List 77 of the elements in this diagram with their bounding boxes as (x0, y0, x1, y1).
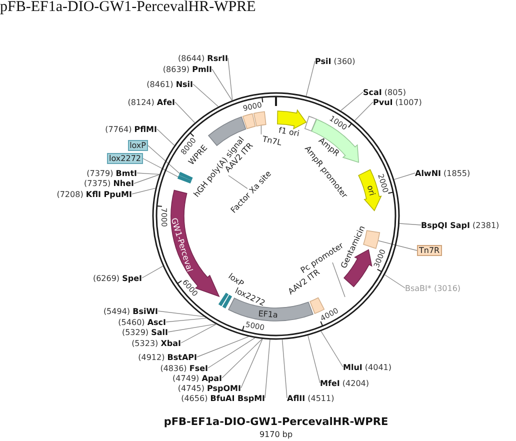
lox-site-mark (222, 294, 232, 308)
leader-line (212, 68, 232, 101)
restriction-site-label: (7764) PflMI (105, 124, 157, 134)
lox-site-mark (178, 175, 192, 184)
leader-line (180, 324, 216, 344)
leader-line (260, 124, 262, 135)
restriction-site-label: (4912) BstAPI (138, 352, 197, 362)
leader-line (228, 58, 233, 100)
lox-site-mark (218, 292, 228, 306)
feature-box (242, 113, 256, 130)
restriction-site-label: (8639) PmlI (162, 64, 212, 74)
restriction-site-label: (8644) RsrII (178, 54, 228, 62)
leader-line (306, 60, 316, 96)
restriction-site-label: (6269) SpeI (92, 274, 142, 282)
restriction-site-label: (5460) AscI (118, 318, 166, 326)
restriction-site-label: AflII (4511) (287, 394, 334, 402)
leader-line (192, 84, 219, 107)
feature-tag: loxP (128, 140, 148, 151)
feature-label: ori (365, 184, 377, 197)
restriction-site-label: (4656) BfuAI BspMI (181, 394, 265, 402)
leader-line (340, 92, 364, 111)
restriction-site-label: (8124) AfeI (128, 98, 175, 106)
leader-line (222, 338, 262, 378)
restriction-site-label: PvuI (1007) (373, 98, 422, 106)
leader-line (136, 172, 160, 175)
leader-line (142, 158, 179, 178)
feature-box (363, 230, 380, 249)
diagram-title: pFB-EF1a-DIO-GW1-PercevalHR-WPRE (0, 0, 256, 16)
restriction-site-label: MluI (4041) (343, 362, 392, 372)
restriction-site-label: (5323) XbaI (132, 338, 181, 348)
leader-line (168, 324, 216, 332)
leader-line (308, 335, 320, 384)
restriction-site-label: (7208) KflI PpuMI (56, 190, 132, 198)
leader-line (264, 339, 270, 398)
leader-line (384, 274, 406, 288)
leader-line (208, 338, 256, 368)
leader-line (166, 318, 206, 322)
lox-site-mark (178, 172, 193, 180)
plasmid-name: pFB-EF1a-DIO-GW1-PercevalHR-WPRE (164, 416, 388, 428)
leader-line (132, 188, 156, 194)
leader-line (240, 338, 263, 388)
leader-line (228, 175, 248, 189)
leader-line (134, 174, 160, 184)
feature-box (253, 111, 266, 126)
leader-line (399, 223, 422, 226)
restriction-site-label: (4749) ApaI (172, 374, 222, 382)
restriction-site-label: BspQI SapI (2381) (421, 220, 500, 230)
plasmid-size-label: 9170 bp (259, 430, 293, 440)
leader-line (378, 240, 418, 251)
leader-line (354, 102, 374, 121)
feature-tag: Tn7R (417, 245, 442, 256)
restriction-site-label: BsaBI* (3016) (405, 284, 461, 292)
leader-line (320, 330, 344, 368)
restriction-site-label: MfeI (4204) (320, 378, 369, 388)
restriction-site-label: (5329) SalI (122, 328, 168, 336)
restriction-site-label: ScaI (805) (363, 88, 406, 96)
leader-line (158, 310, 204, 317)
feature-box (304, 116, 317, 132)
leader-line (394, 172, 416, 180)
leader-line (142, 266, 164, 278)
restriction-site-label: (5494) BsiWI (103, 306, 158, 316)
restriction-site-label: (7379) BmtI (86, 168, 137, 178)
restriction-site-label: (4745) PspOMI (178, 384, 241, 392)
leader-line (332, 262, 346, 298)
feature-label: EF1a (258, 309, 278, 320)
restriction-site-label: (8461) NsiI (146, 80, 193, 88)
leader-line (148, 145, 180, 174)
feature-tag: lox2272 (107, 153, 143, 164)
leader-line (282, 339, 288, 398)
leader-line (196, 336, 249, 358)
restriction-site-label: (4836) FseI (160, 364, 208, 372)
restriction-site-label: AlwNI (1855) (415, 168, 470, 178)
leader-line (156, 128, 175, 146)
leader-line (174, 102, 196, 124)
feature-label: loxP (226, 272, 246, 288)
restriction-site-label: PsiI (360) (315, 56, 356, 66)
restriction-site-label: (7375) NheI (84, 179, 134, 188)
